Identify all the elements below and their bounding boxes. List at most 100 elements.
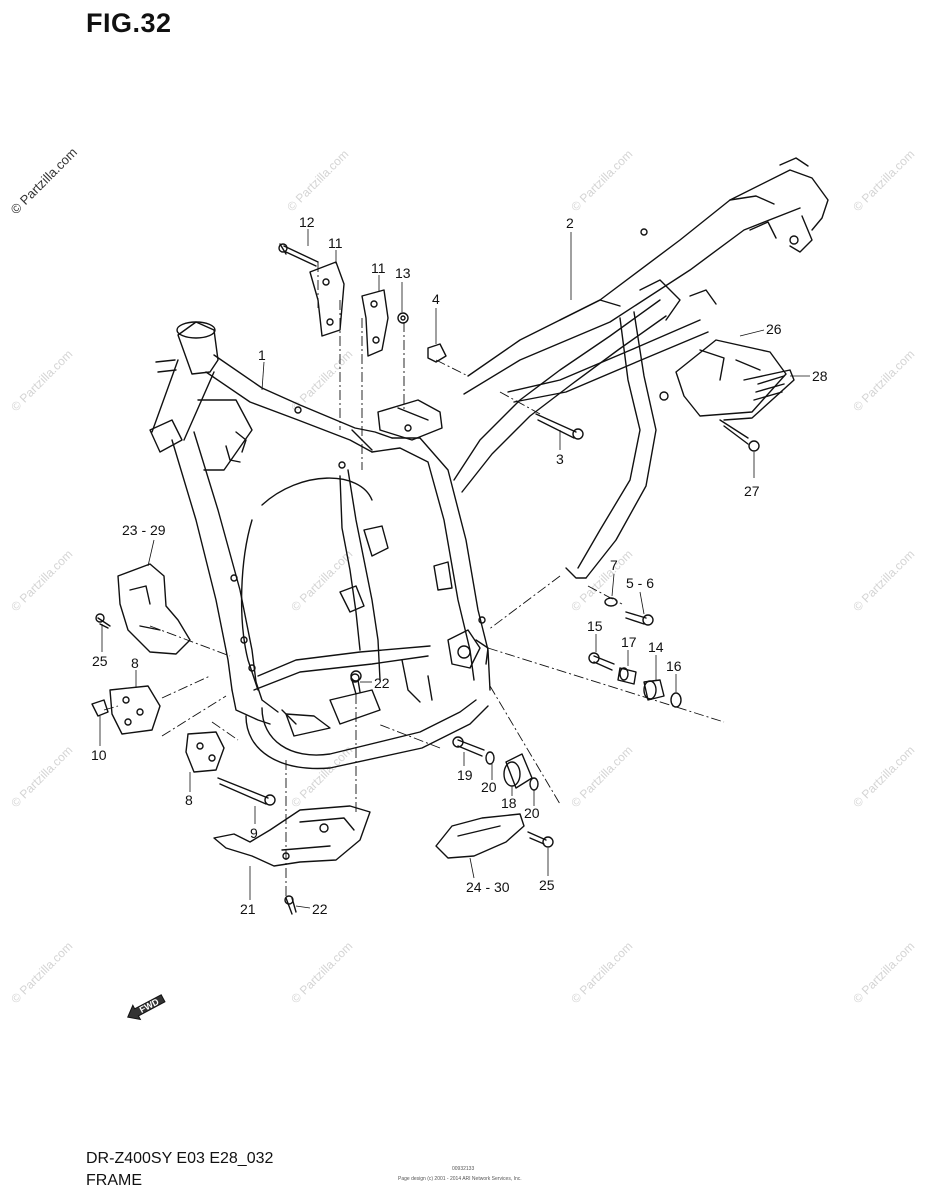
watermark: © Partzilla.com <box>850 743 917 810</box>
electrical-box-26 <box>675 339 787 417</box>
callout-11a: 11 <box>328 235 343 251</box>
mount-plate-11b <box>361 289 389 357</box>
steering-head <box>177 321 219 375</box>
callout-2: 2 <box>566 215 574 231</box>
figure-title: FIG.32 <box>86 8 172 38</box>
section-name: FRAME <box>86 1172 142 1189</box>
callout-5-6: 5 - 6 <box>626 575 654 591</box>
washer-20b <box>529 777 539 791</box>
watermark: © Partzilla.com <box>8 347 75 414</box>
steering-head-bottom <box>149 419 183 453</box>
watermark: © Partzilla.com <box>568 147 635 214</box>
bolt-22b <box>285 897 297 915</box>
callout-18: 18 <box>501 795 517 811</box>
watermark: © Partzilla.com <box>8 939 75 1006</box>
callout-21: 21 <box>240 901 256 917</box>
mount-plate-11a <box>309 261 345 337</box>
bolt-9 <box>217 777 269 805</box>
lower-cradle <box>261 699 477 756</box>
watermark: © Partzilla.com <box>850 147 917 214</box>
callout-4: 4 <box>432 291 440 307</box>
bolt-12 <box>279 243 319 267</box>
callout-20b: 20 <box>524 805 540 821</box>
nut-10 <box>91 699 109 717</box>
washer-7 <box>604 597 618 607</box>
bolt-19 <box>457 739 485 757</box>
watermark: © Partzilla.com <box>568 939 635 1006</box>
callout-20a: 20 <box>481 779 497 795</box>
skid-plate-21 <box>213 805 371 867</box>
callout-27: 27 <box>744 483 760 499</box>
callout-8b: 8 <box>185 792 193 808</box>
callout-26: 26 <box>766 321 782 337</box>
bolt-25a <box>97 617 111 629</box>
callout-16: 16 <box>666 658 682 674</box>
fwd-arrow-icon: FWD <box>127 994 166 1021</box>
nut-13 <box>397 312 409 324</box>
watermark-main: © Partzilla.com <box>8 145 81 218</box>
cover-28 <box>723 369 795 421</box>
callout-24-30: 24 - 30 <box>466 879 510 895</box>
guard-23-29 <box>117 563 191 655</box>
bolt-22a <box>351 679 361 695</box>
callout-25a: 25 <box>92 653 108 669</box>
callout-15: 15 <box>587 618 603 634</box>
upper-tube <box>213 354 393 439</box>
engine-plate-8a <box>109 685 161 735</box>
copyright-note: Page design (c) 2001 - 2014 ARI Network … <box>398 1176 522 1182</box>
watermark: © Partzilla.com <box>850 939 917 1006</box>
bolt-5-6 <box>625 611 647 625</box>
callout-17: 17 <box>621 634 637 650</box>
watermark: © Partzilla.com <box>284 147 351 214</box>
callout-12: 12 <box>299 214 315 230</box>
assembly-lines <box>103 262 725 896</box>
callout-8a: 8 <box>131 655 139 671</box>
down-tube <box>171 439 233 691</box>
watermark: © Partzilla.com <box>850 547 917 614</box>
watermark: © Partzilla.com <box>288 547 355 614</box>
callout-labels: 1 2 3 4 5 - 6 7 8 8 9 10 11 11 12 13 14 … <box>91 214 828 917</box>
watermarks: © Partzilla.com © Partzilla.com © Partzi… <box>8 145 918 1007</box>
guard-24-30 <box>435 813 525 859</box>
shock-mount-bracket <box>377 399 443 441</box>
rear-subframe <box>453 157 829 579</box>
callout-10: 10 <box>91 747 107 763</box>
watermark: © Partzilla.com <box>288 939 355 1006</box>
callout-9: 9 <box>250 825 258 841</box>
engine-plate-8b <box>185 731 225 773</box>
callout-1: 1 <box>258 347 266 363</box>
washer-20a <box>485 751 495 765</box>
steering-head-top <box>176 321 216 339</box>
nut-4 <box>427 343 447 363</box>
collar-17 <box>617 667 637 685</box>
leader-lines <box>99 229 810 909</box>
model-code: DR-Z400SY E03 E28_032 <box>86 1150 274 1167</box>
bushing-14 <box>643 679 665 701</box>
bushing-18 <box>505 753 533 789</box>
watermark: © Partzilla.com <box>8 547 75 614</box>
right-spar <box>371 447 475 681</box>
washer-16 <box>670 692 682 708</box>
callout-11b: 11 <box>371 260 386 276</box>
bolt-25b <box>527 831 547 845</box>
callout-13: 13 <box>395 265 411 281</box>
callout-25b: 25 <box>539 877 555 893</box>
callout-3: 3 <box>556 451 564 467</box>
watermark: © Partzilla.com <box>568 743 635 810</box>
callout-23-29: 23 - 29 <box>122 522 166 538</box>
main-frame <box>149 321 491 770</box>
watermark: © Partzilla.com <box>850 347 917 414</box>
callout-19: 19 <box>457 767 473 783</box>
bolt-27 <box>719 419 749 445</box>
callout-28: 28 <box>812 368 828 384</box>
callout-14: 14 <box>648 639 664 655</box>
bolt-3 <box>535 413 577 439</box>
watermark: © Partzilla.com <box>8 743 75 810</box>
callout-22b: 22 <box>312 901 328 917</box>
page-code: 00932133 <box>452 1166 475 1172</box>
bolt-15 <box>593 655 615 671</box>
callout-22a: 22 <box>374 675 390 691</box>
callout-7: 7 <box>610 557 618 573</box>
